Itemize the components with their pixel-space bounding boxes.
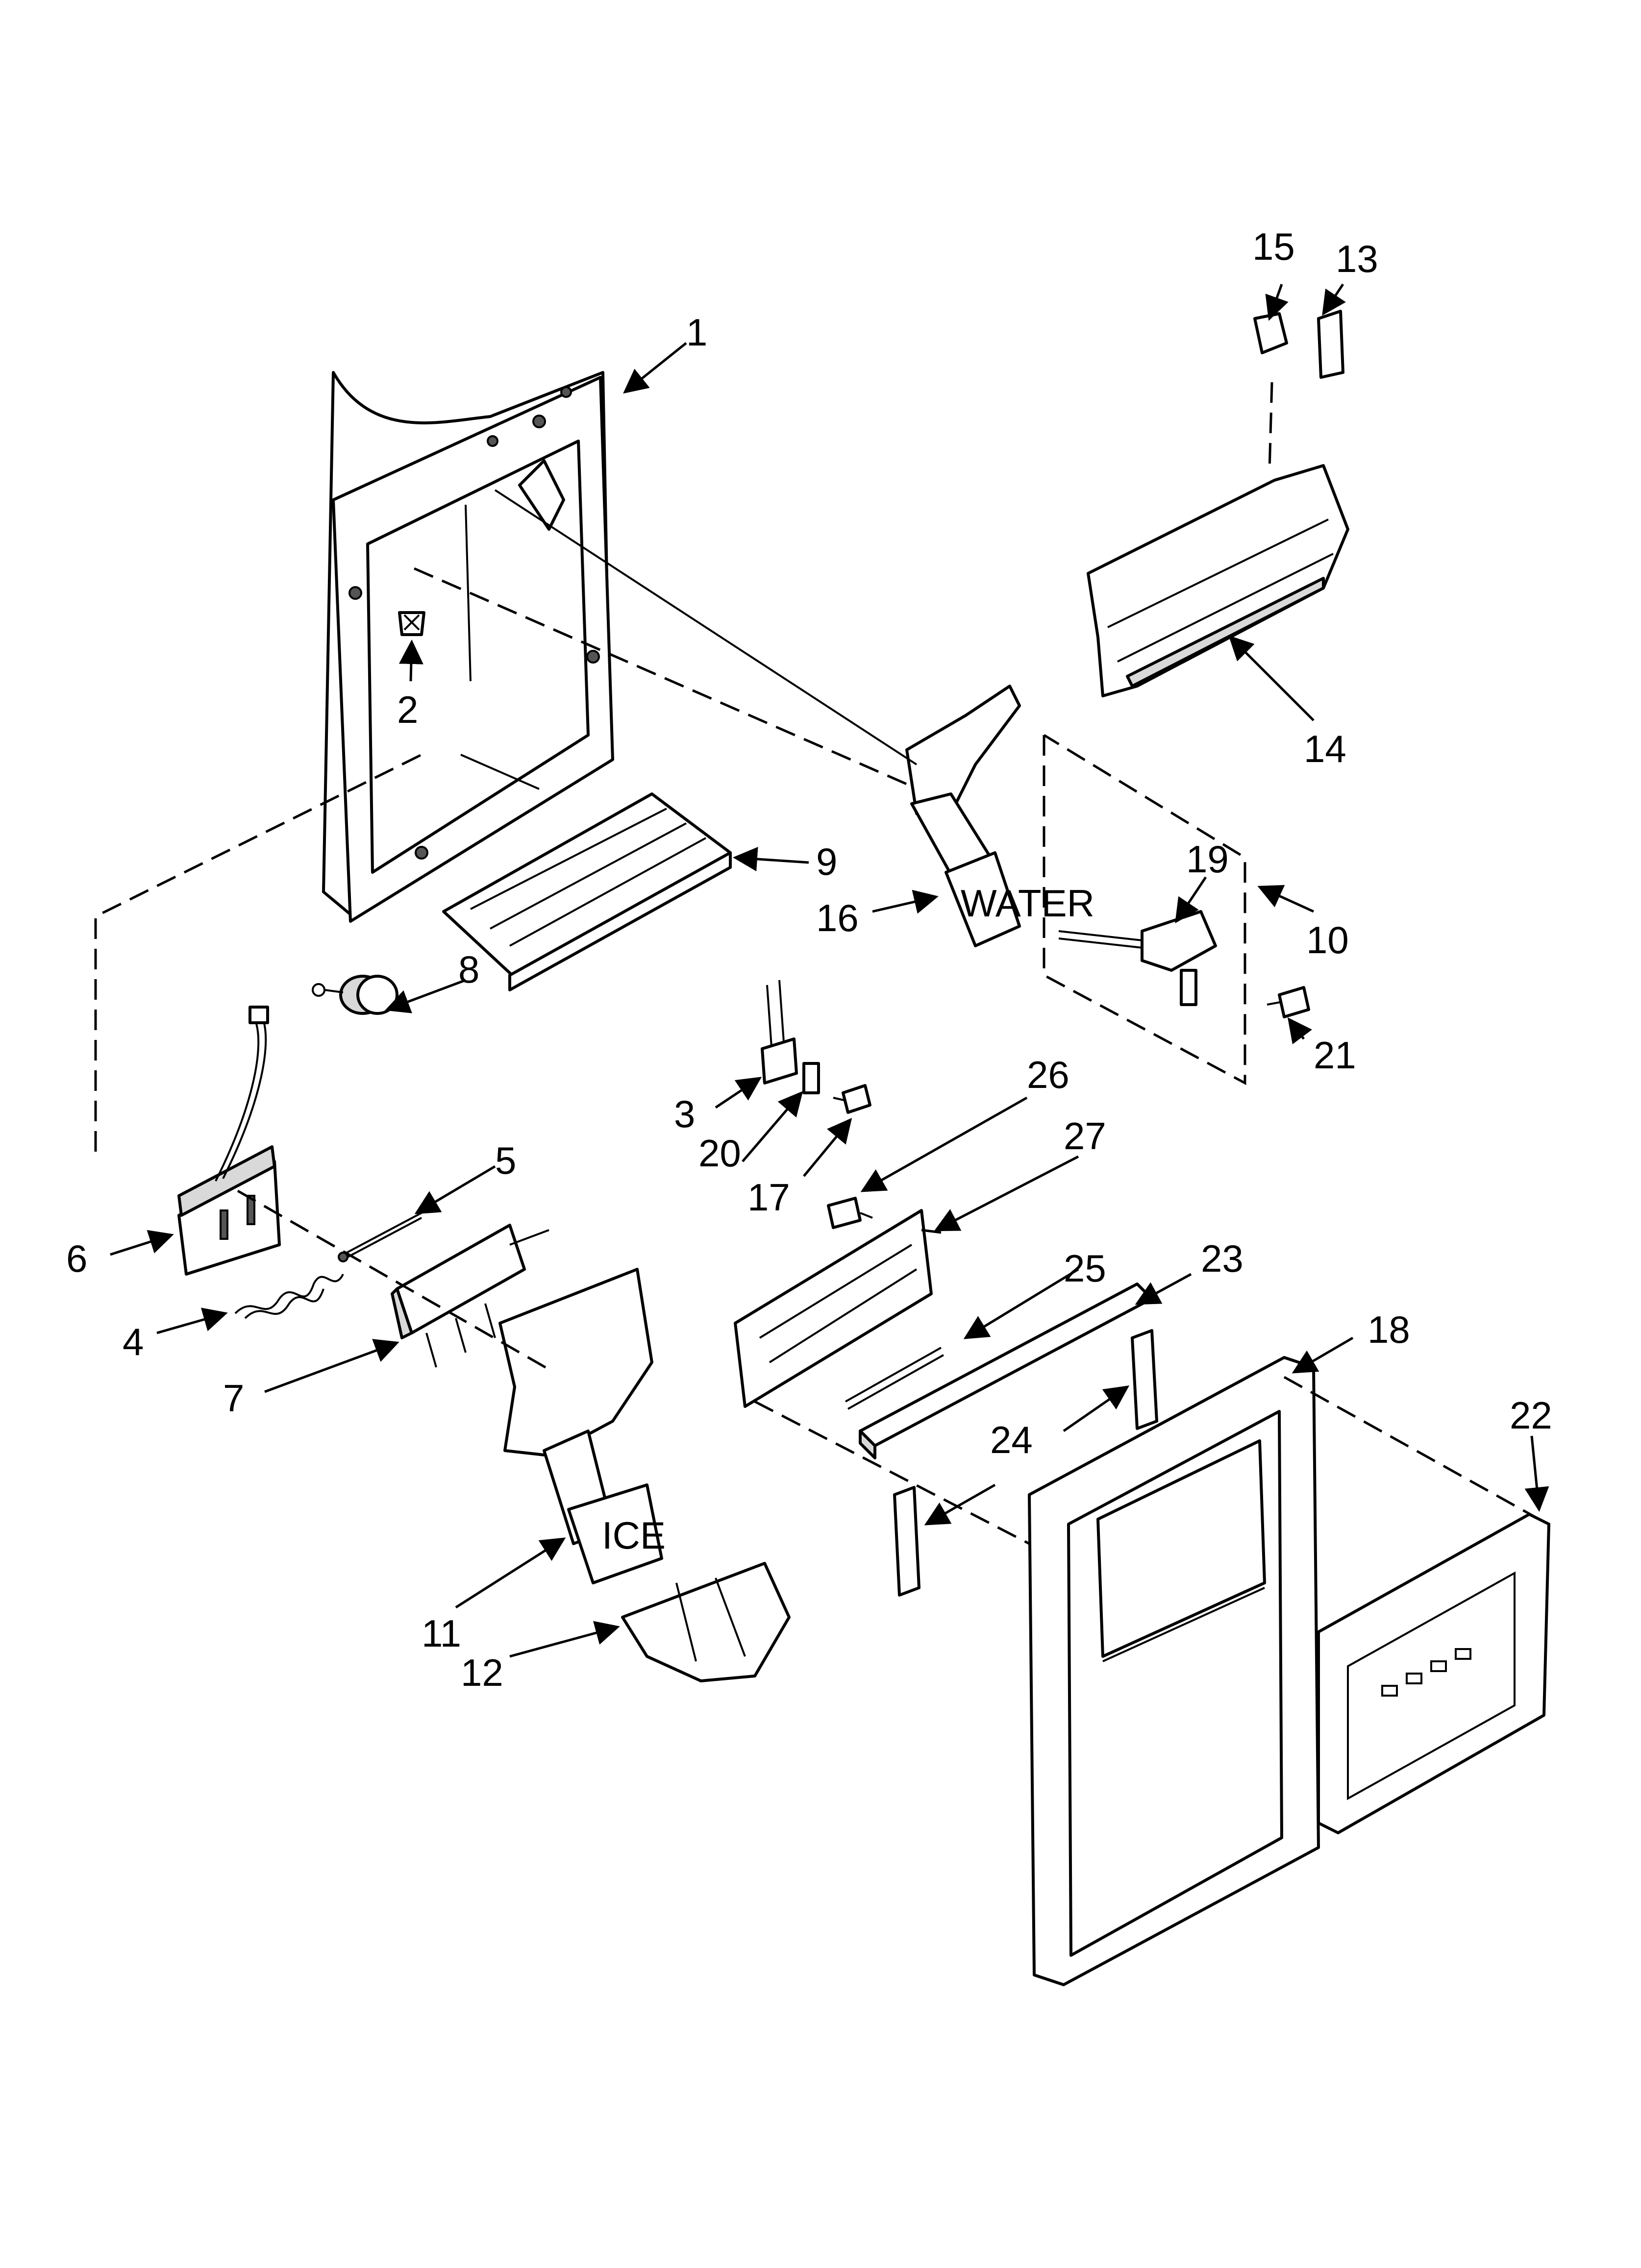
callout-leaders [110, 283, 1549, 1658]
callout-10: 10 [1306, 918, 1349, 961]
callout-1: 1 [686, 311, 707, 354]
callout-18: 18 [1368, 1308, 1410, 1351]
part-5-pin [338, 1212, 422, 1262]
callout-4: 4 [123, 1320, 144, 1363]
part-11-ice-paddle: ICE [498, 1268, 666, 1584]
part-21-screw [1267, 986, 1310, 1018]
callout-15: 15 [1252, 225, 1295, 268]
assembly-lines [94, 382, 1540, 1545]
part-20-spacer [802, 1062, 820, 1094]
part-17-screw [833, 1084, 871, 1114]
part-15-clip [1253, 312, 1288, 354]
callout-2: 2 [397, 688, 418, 731]
callout-3: 3 [674, 1092, 695, 1135]
part-16-water-paddle: WATER [905, 685, 1094, 947]
callout-labels: 1 2 3 4 5 6 7 8 9 10 11 12 13 14 15 16 1… [66, 225, 1552, 1694]
water-pad-label: WATER [961, 882, 1094, 925]
callout-24: 24 [990, 1418, 1033, 1461]
callout-5: 5 [495, 1139, 516, 1182]
callout-9: 9 [816, 840, 837, 883]
callout-22: 22 [1510, 1394, 1552, 1437]
part-6-switch-block [177, 1006, 281, 1276]
part-13-pad [1317, 310, 1344, 379]
part-8-solenoid [312, 975, 398, 1015]
callout-19: 19 [1186, 838, 1229, 881]
callout-27: 27 [1064, 1114, 1106, 1158]
part-24-foam-block-upper [1131, 1329, 1158, 1430]
part-25-indicator-strip [845, 1347, 944, 1410]
part-12-ice-chute [621, 1562, 791, 1682]
part-1-dispenser-housing [322, 371, 614, 923]
part-7-actuator [391, 1224, 549, 1368]
callout-11: 11 [422, 1612, 461, 1655]
callout-14: 14 [1304, 727, 1346, 770]
callout-23: 23 [1201, 1237, 1243, 1280]
part-14-bracket [1087, 464, 1349, 697]
part-22-front-panel [1317, 1513, 1550, 1834]
part-2-screw [398, 611, 425, 636]
part-18-front-frame [1028, 1356, 1320, 1986]
part-3-clip [761, 980, 798, 1085]
part-27-control-board [734, 1209, 933, 1408]
part-4-spring [234, 1274, 344, 1319]
callout-25: 25 [1064, 1247, 1106, 1290]
callout-8: 8 [458, 948, 479, 991]
callout-21: 21 [1314, 1034, 1356, 1077]
part-24-foam-block-lower [893, 1486, 920, 1597]
part-9-drip-tray [442, 792, 732, 991]
part-19-lever [1058, 910, 1217, 1006]
ice-pad-label: ICE [602, 1514, 666, 1557]
callout-26: 26 [1027, 1053, 1069, 1096]
part-26-screw [827, 1197, 873, 1229]
callout-7: 7 [223, 1377, 244, 1420]
callout-17: 17 [747, 1176, 790, 1219]
callout-16: 16 [816, 896, 859, 939]
callout-20: 20 [698, 1132, 741, 1175]
callout-6: 6 [66, 1237, 87, 1280]
callout-13: 13 [1336, 237, 1378, 280]
callout-12: 12 [461, 1651, 503, 1694]
